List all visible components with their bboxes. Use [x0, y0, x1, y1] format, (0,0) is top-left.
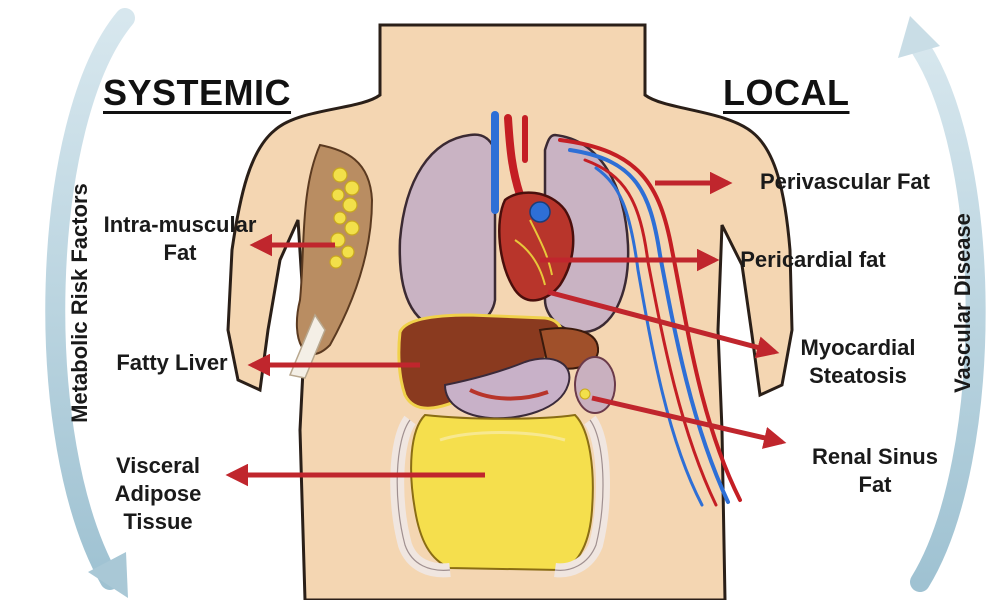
- systemic-heading: SYSTEMIC: [103, 72, 291, 114]
- kidney: [575, 357, 615, 413]
- renal-sinus-fat-label: Renal Sinus Fat: [785, 443, 965, 499]
- renal-label-line2: Fat: [785, 471, 965, 499]
- myocardial-label-line2: Steatosis: [768, 362, 948, 390]
- visceral-label-line2: Adipose: [88, 480, 228, 508]
- visceral-fat: [397, 415, 603, 570]
- fatty-liver-label: Fatty Liver: [92, 349, 252, 377]
- local-heading: LOCAL: [723, 72, 849, 114]
- visceral-label-line3: Tissue: [88, 508, 228, 536]
- renal-label-line1: Renal Sinus: [785, 443, 965, 471]
- intramuscular-fat-label-line2: Fat: [80, 239, 280, 267]
- pericardial-fat-label: Pericardial fat: [715, 246, 911, 274]
- intramuscular-fat-label: Intra-muscular Fat: [80, 211, 280, 267]
- perivascular-fat-label: Perivascular Fat: [733, 168, 957, 196]
- visceral-label-line1: Visceral: [88, 452, 228, 480]
- vascular-disease-label: Vascular Disease: [950, 173, 976, 433]
- visceral-adipose-tissue-label: Visceral Adipose Tissue: [88, 452, 228, 536]
- intramuscular-fat-label-line1: Intra-muscular: [80, 211, 280, 239]
- myocardial-label-line1: Myocardial: [768, 334, 948, 362]
- myocardial-steatosis-label: Myocardial Steatosis: [768, 334, 948, 390]
